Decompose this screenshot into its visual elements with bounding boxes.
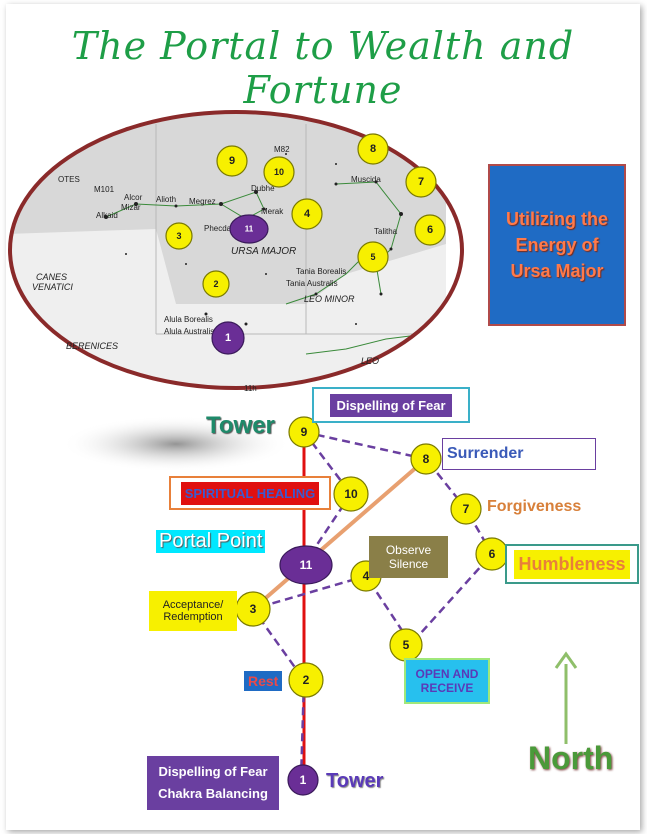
map-marker-11: 11 xyxy=(229,214,269,244)
map-marker-3: 3 xyxy=(165,222,193,250)
energy-box: Utilizing the Energy of Ursa Major xyxy=(488,164,626,326)
svg-text:2: 2 xyxy=(303,673,310,687)
tower-shadow xyxy=(61,416,291,472)
map-label: Alkaid xyxy=(96,211,118,220)
svg-text:9: 9 xyxy=(301,425,308,439)
map-label: OTES xyxy=(58,175,80,184)
map-label: Alula Borealis xyxy=(164,315,213,324)
map-marker-1: 1 xyxy=(211,321,245,355)
rest-label: Rest xyxy=(244,671,283,691)
page: The Portal to Wealth and Fortune xyxy=(6,4,640,830)
map-label: Merak xyxy=(261,207,284,216)
map-marker-9: 9 xyxy=(216,145,248,177)
map-label: Alcor xyxy=(124,193,143,202)
humbleness-label: Humbleness xyxy=(505,544,639,584)
dispelling-fear-bottom-label: Dispelling of Fear Chakra Balancing xyxy=(147,756,279,810)
map-label: Megrez xyxy=(189,197,216,206)
svg-text:4: 4 xyxy=(304,208,311,220)
tower-top-label: Tower xyxy=(206,412,275,439)
map-label: CANES xyxy=(36,272,67,282)
node-3: 3 xyxy=(235,591,271,627)
svg-text:3: 3 xyxy=(250,602,257,616)
node-10: 10 xyxy=(333,476,369,512)
map-marker-5: 5 xyxy=(357,241,389,273)
spiritual-healing-label: SPIRITUAL HEALING xyxy=(169,476,331,510)
map-label: LEO MINOR xyxy=(304,294,355,304)
map-marker-2: 2 xyxy=(202,270,230,298)
map-marker-8: 8 xyxy=(357,133,389,165)
map-label: VENATICI xyxy=(32,282,73,292)
svg-text:6: 6 xyxy=(427,224,433,236)
svg-text:9: 9 xyxy=(229,155,235,167)
open-receive-label: OPEN AND RECEIVE xyxy=(404,658,490,704)
map-marker-4: 4 xyxy=(291,198,323,230)
node-7: 7 xyxy=(450,493,482,525)
map-label: Mizar xyxy=(121,203,141,212)
node-5: 5 xyxy=(389,628,423,662)
svg-text:7: 7 xyxy=(463,502,470,516)
svg-text:5: 5 xyxy=(403,638,410,652)
map-marker-6: 6 xyxy=(414,214,446,246)
map-label: 11h xyxy=(244,384,257,393)
svg-text:5: 5 xyxy=(370,252,375,262)
map-label: Alioth xyxy=(156,195,176,204)
north-arrow xyxy=(554,651,578,744)
map-label: M82 xyxy=(274,145,290,154)
svg-text:1: 1 xyxy=(225,332,231,344)
orange-line xyxy=(251,457,428,611)
acceptance-redemption-label: Acceptance/ Redemption xyxy=(149,591,237,631)
node-9: 9 xyxy=(288,416,320,448)
map-marker-10: 10 xyxy=(263,156,295,188)
tower-bottom-label: Tower xyxy=(326,770,384,792)
svg-text:7: 7 xyxy=(418,176,424,188)
map-label: Alula Australis xyxy=(164,327,214,336)
map-label: Dubhe xyxy=(251,184,275,193)
star-map-band xyxy=(10,229,446,388)
map-marker-7: 7 xyxy=(405,166,437,198)
svg-text:10: 10 xyxy=(274,167,284,177)
svg-text:10: 10 xyxy=(344,487,358,501)
node-11: 11 xyxy=(279,545,333,585)
node-8: 8 xyxy=(410,443,442,475)
forgiveness-label: Forgiveness xyxy=(487,498,582,515)
map-label: BERENICES xyxy=(66,341,118,351)
page-title: The Portal to Wealth and Fortune xyxy=(71,24,575,112)
svg-text:1: 1 xyxy=(300,773,307,787)
map-label: Phecda xyxy=(204,224,232,233)
surrender-label: Surrender xyxy=(442,438,596,470)
node-1: 1 xyxy=(287,764,319,796)
star-map-border xyxy=(8,110,464,390)
map-label: Tania Borealis xyxy=(296,267,346,276)
svg-text:11: 11 xyxy=(245,225,254,234)
star-map: OTES M101 Alcor Mizar Alkaid Alioth Megr… xyxy=(8,110,578,796)
dispelling-fear-top-label: Dispelling of Fear xyxy=(312,387,470,423)
node-6: 6 xyxy=(475,537,509,571)
map-label: URSA MAJOR xyxy=(231,246,296,257)
svg-text:3: 3 xyxy=(176,231,181,241)
map-label: Muscida xyxy=(351,175,381,184)
observe-silence-label: Observe Silence xyxy=(369,536,448,578)
svg-text:8: 8 xyxy=(370,143,376,155)
map-label: LEO xyxy=(361,356,379,366)
svg-text:2: 2 xyxy=(213,279,218,289)
map-label: Talitha xyxy=(374,227,398,236)
portal-point-label: Portal Point xyxy=(156,530,266,553)
north-label: North xyxy=(528,740,614,776)
svg-text:6: 6 xyxy=(489,547,496,561)
map-label: M101 xyxy=(94,185,115,194)
svg-text:11: 11 xyxy=(300,558,313,572)
node-2: 2 xyxy=(288,662,324,698)
svg-text:4: 4 xyxy=(363,569,370,583)
map-label: Tania Australis xyxy=(286,279,338,288)
svg-text:8: 8 xyxy=(423,452,430,466)
